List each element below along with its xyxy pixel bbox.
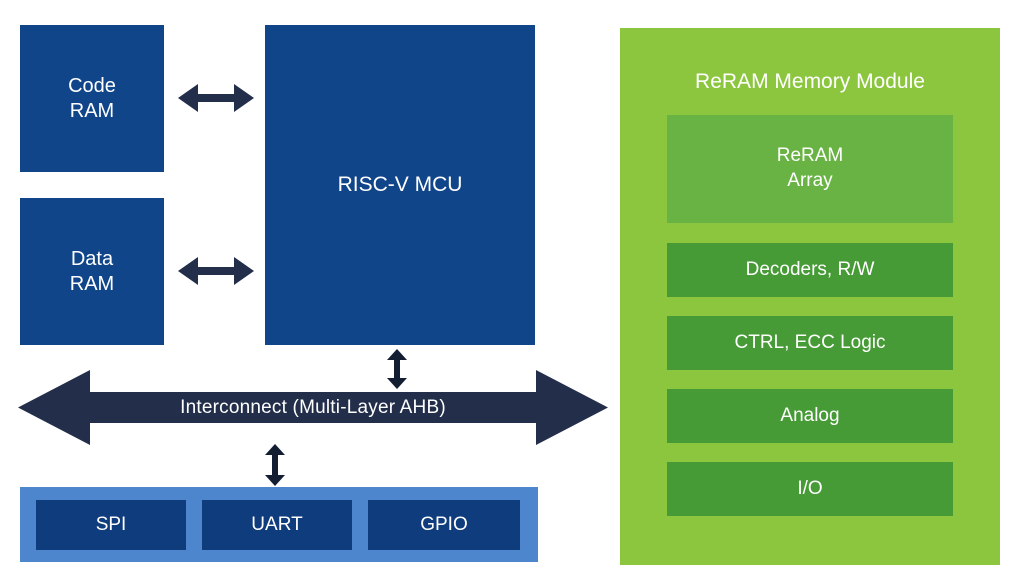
- arrow-interconnect-to-peripherals: [265, 444, 285, 486]
- block-reram-array[interactable]: ReRAM Array: [667, 115, 953, 223]
- block-analog[interactable]: Analog: [667, 389, 953, 443]
- block-code-ram[interactable]: Code RAM: [20, 25, 164, 172]
- arrow-data-ram-to-mcu: [178, 257, 254, 285]
- block-decoders-rw[interactable]: Decoders, R/W: [667, 243, 953, 297]
- block-ctrl-ecc-logic[interactable]: CTRL, ECC Logic: [667, 316, 953, 370]
- block-data-ram[interactable]: Data RAM: [20, 198, 164, 345]
- reram-module-title: ReRAM Memory Module: [695, 70, 925, 93]
- interconnect-label: Interconnect (Multi-Layer AHB): [180, 396, 446, 418]
- block-io[interactable]: I/O: [667, 462, 953, 516]
- block-peripheral-uart[interactable]: UART: [202, 500, 352, 550]
- interconnect-bus-arrow[interactable]: [18, 370, 608, 445]
- block-risc-v-mcu[interactable]: RISC-V MCU: [265, 25, 535, 345]
- arrow-mcu-to-interconnect: [387, 349, 407, 389]
- block-peripheral-spi[interactable]: SPI: [36, 500, 186, 550]
- arrow-code-ram-to-mcu: [178, 84, 254, 112]
- block-peripheral-gpio[interactable]: GPIO: [368, 500, 520, 550]
